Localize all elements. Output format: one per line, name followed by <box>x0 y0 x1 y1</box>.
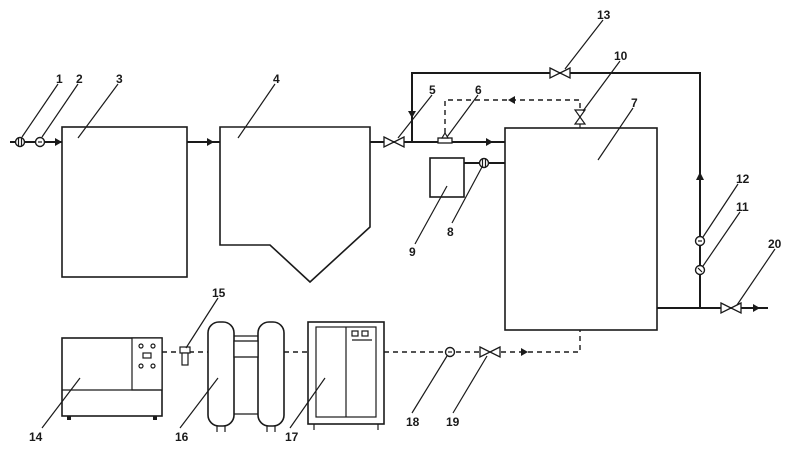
injector-6 <box>437 131 453 144</box>
dosing-meter-8 <box>478 157 490 169</box>
label-18: 18 <box>406 415 420 429</box>
label-2: 2 <box>76 72 83 86</box>
gas-return-line <box>444 96 581 133</box>
label-6: 6 <box>475 83 482 97</box>
label-19: 19 <box>446 415 460 429</box>
dosing-box-9 <box>429 157 465 198</box>
valve-10 <box>573 109 587 128</box>
valve-5 <box>383 135 405 149</box>
label-12: 12 <box>736 172 750 186</box>
pipe-3-to-4 <box>187 138 220 146</box>
label-14: 14 <box>29 430 43 444</box>
gauge-11 <box>694 264 706 276</box>
label-4: 4 <box>273 72 280 86</box>
label-13: 13 <box>597 8 611 22</box>
inlet-flow-meter <box>14 136 26 148</box>
filter-15 <box>162 346 208 366</box>
dryer-16 <box>207 321 285 432</box>
settling-tank-4 <box>219 126 371 284</box>
label-10: 10 <box>614 49 628 63</box>
label-5: 5 <box>429 83 436 97</box>
outlet-line <box>657 304 768 312</box>
ozone-meter-18 <box>444 346 456 358</box>
label-16: 16 <box>175 430 189 444</box>
label-3: 3 <box>116 72 123 86</box>
reaction-tank-7 <box>504 127 658 331</box>
leader-lines <box>21 19 776 429</box>
label-17: 17 <box>285 430 299 444</box>
valve-20 <box>720 301 742 315</box>
label-20: 20 <box>768 237 782 251</box>
gauge-12 <box>694 235 706 247</box>
label-1: 1 <box>56 72 63 86</box>
label-15: 15 <box>212 286 226 300</box>
tank-3 <box>61 126 188 278</box>
valve-13 <box>549 66 571 80</box>
ozone-generator-17 <box>307 321 385 430</box>
label-9: 9 <box>409 245 416 259</box>
inlet-gauge <box>34 136 46 148</box>
component-labels: 1 2 3 4 5 6 7 8 9 10 11 12 13 14 15 16 1… <box>29 8 782 444</box>
valve-19 <box>479 345 501 359</box>
label-11: 11 <box>736 200 749 214</box>
air-compressor-14 <box>61 337 163 420</box>
label-8: 8 <box>447 225 454 239</box>
label-7: 7 <box>631 96 638 110</box>
